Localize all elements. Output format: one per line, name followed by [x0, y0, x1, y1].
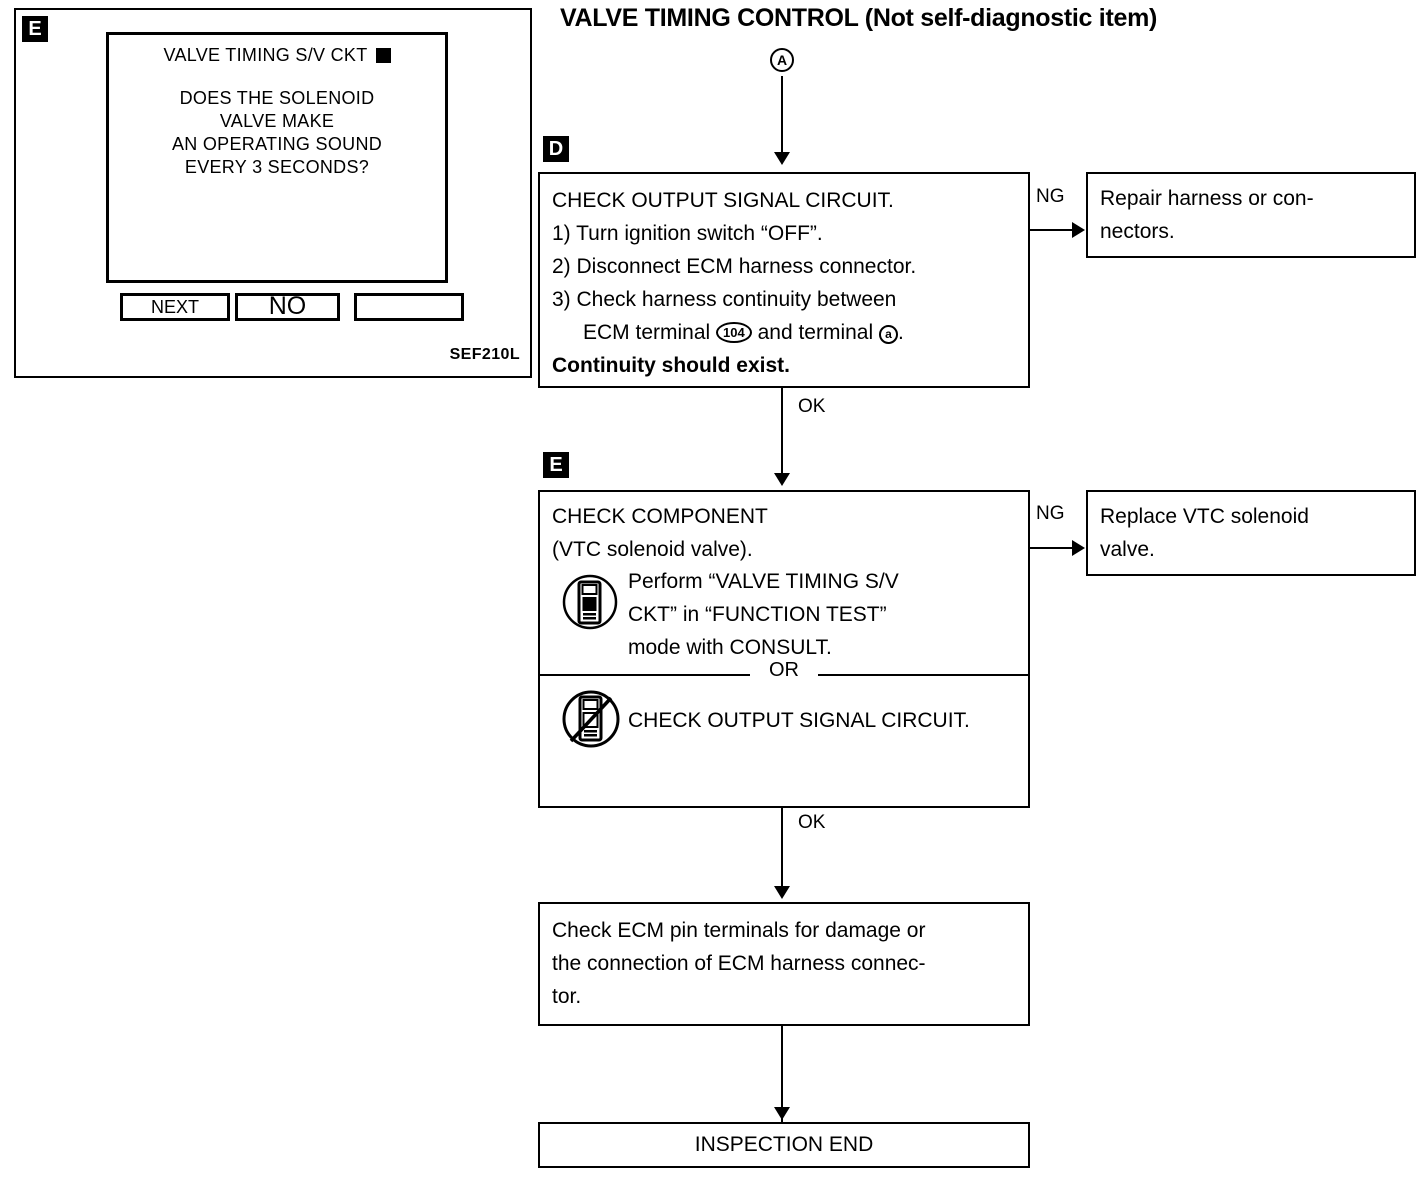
step-d-heading: CHECK OUTPUT SIGNAL CIRCUIT.: [552, 189, 894, 212]
consult-screen-question: DOES THE SOLENOID VALVE MAKE AN OPERATIN…: [109, 87, 445, 179]
connector-pin-to-end: [781, 1026, 783, 1122]
screen-indicator-square: [375, 48, 391, 63]
consult-instructions: Perform “VALVE TIMING S/V CKT” in “FUNCT…: [628, 565, 899, 664]
branch-line-d-ng: [1030, 229, 1082, 231]
check-pin-line-2: the connection of ECM harness connec-: [552, 952, 926, 975]
or-divider: OR: [540, 659, 1028, 682]
consult-button-blank[interactable]: [354, 293, 464, 321]
step-e-heading: CHECK COMPONENT: [552, 505, 768, 528]
consult-button-next[interactable]: NEXT: [120, 293, 230, 321]
repair-harness-line-1: Repair harness or con-: [1100, 187, 1314, 210]
arrow-a-to-d: [774, 152, 790, 165]
branch-line-e-ng: [1030, 547, 1082, 549]
consult-line-2: CKT” in “FUNCTION TEST”: [628, 603, 887, 626]
question-line-1: DOES THE SOLENOID: [179, 88, 375, 108]
consult-screen-title-text: VALVE TIMING S/V CKT: [163, 45, 368, 65]
consult-screen-title: VALVE TIMING S/V CKT: [109, 45, 445, 66]
arrow-pin-to-end: [774, 1107, 790, 1120]
consult-tool-icon: [560, 572, 620, 632]
or-line-right: [818, 674, 1028, 676]
replace-valve-line-2: valve.: [1100, 538, 1155, 561]
step-d-item-2: 2) Disconnect ECM harness connector.: [552, 255, 917, 278]
replace-valve-line-1: Replace VTC solenoid: [1100, 505, 1309, 528]
inspection-end-label: INSPECTION END: [694, 1133, 874, 1156]
label-d-ok: OK: [798, 396, 826, 417]
consult-button-no[interactable]: NO: [235, 293, 340, 321]
step-d-item-3: 3) Check harness continuity between: [552, 288, 897, 311]
terminal-ecm-104: 104: [716, 322, 752, 343]
arrow-e-to-pin: [774, 886, 790, 899]
question-line-2: VALVE MAKE: [219, 111, 335, 131]
question-line-4: EVERY 3 SECONDS?: [184, 157, 370, 177]
arrow-d-to-e: [774, 473, 790, 486]
repair-harness-line-2: nectors.: [1100, 220, 1175, 243]
step-marker-d: D: [543, 136, 569, 162]
connector-a-to-d: [781, 76, 783, 158]
label-e-ng: NG: [1036, 503, 1065, 524]
connector-d-to-e: [781, 388, 783, 480]
step-marker-e: E: [543, 452, 569, 478]
step-marker-e-figure: E: [22, 16, 48, 42]
consult-line-1: Perform “VALVE TIMING S/V: [628, 570, 899, 593]
step-d-result: Continuity should exist.: [552, 354, 791, 377]
step-e-subheading: (VTC solenoid valve).: [552, 538, 753, 561]
no-consult-instruction: CHECK OUTPUT SIGNAL CIRCUIT.: [628, 709, 970, 732]
arrow-d-ng: [1072, 222, 1085, 238]
page-title: VALVE TIMING CONTROL (Not self-diagnosti…: [560, 4, 1158, 32]
continuity-mid-text: and terminal: [757, 321, 874, 344]
step-d-box: CHECK OUTPUT SIGNAL CIRCUIT. 1) Turn ign…: [538, 172, 1030, 388]
label-d-ng: NG: [1036, 186, 1065, 207]
consult-line-3: mode with CONSULT.: [628, 636, 832, 659]
figure-code-label: SEF210L: [449, 346, 520, 363]
arrow-e-ng: [1072, 540, 1085, 556]
consult-display: VALVE TIMING S/V CKT DOES THE SOLENOID V…: [106, 32, 448, 283]
continuity-post-text: .: [898, 321, 904, 344]
step-e-box: CHECK COMPONENT (VTC solenoid valve). Pe…: [538, 490, 1030, 808]
or-label: OR: [759, 659, 809, 682]
connector-e-to-pin: [781, 808, 783, 893]
check-pin-terminals-box: Check ECM pin terminals for damage or th…: [538, 902, 1030, 1026]
step-d-item-3-cont: ECM terminal 104 and terminal a.: [552, 316, 1028, 349]
check-pin-line-1: Check ECM pin terminals for damage or: [552, 919, 926, 942]
or-line-left: [540, 674, 750, 676]
repair-harness-box: Repair harness or con- nectors.: [1086, 172, 1416, 258]
question-line-3: AN OPERATING SOUND: [171, 134, 383, 154]
check-pin-line-3: tor.: [552, 985, 582, 1008]
replace-valve-box: Replace VTC solenoid valve.: [1086, 490, 1416, 576]
continuity-pre-text: ECM terminal: [583, 321, 711, 344]
consult-screen-figure: E VALVE TIMING S/V CKT DOES THE SOLENOID…: [14, 8, 532, 378]
reference-a-marker: A: [770, 48, 794, 72]
step-d-item-1: 1) Turn ignition switch “OFF”.: [552, 222, 823, 245]
terminal-a: a: [879, 325, 898, 344]
label-e-ok: OK: [798, 812, 826, 833]
no-consult-tool-icon: [560, 688, 622, 750]
inspection-end-box: INSPECTION END: [538, 1122, 1030, 1168]
